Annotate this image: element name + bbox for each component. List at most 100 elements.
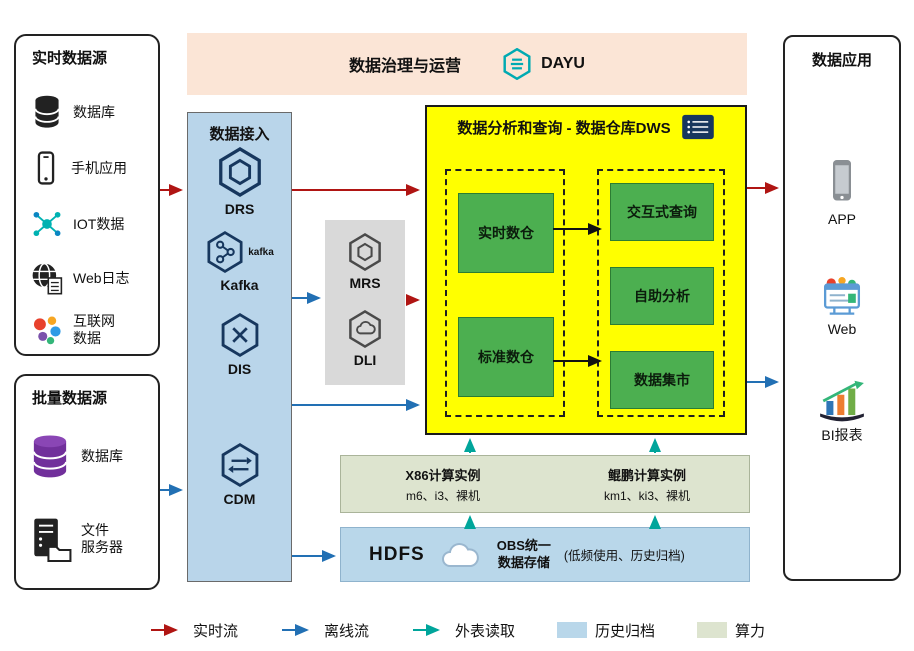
app-item-app: APP — [785, 155, 899, 228]
dayu-logo: DAYU — [501, 48, 585, 80]
compute-power-swatch — [697, 622, 728, 638]
obs-line2: 数据存储 — [497, 554, 550, 570]
legend-item-history-archive: 历史归档 — [557, 620, 655, 641]
source-item-mobile: 手机应用 — [30, 144, 127, 192]
service-dis: DIS — [188, 313, 291, 377]
kunpeng-compute: 鲲鹏计算实例 km1、ki3、裸机 — [545, 456, 749, 512]
mrs-icon — [349, 233, 381, 271]
legend-item-compute-power: 算力 — [697, 620, 765, 641]
service-kafka: kafka Kafka — [188, 231, 291, 293]
processing-box: MRS DLI — [325, 220, 405, 385]
dws-box: 数据分析和查询 - 数据仓库DWS 实时数仓 标准数仓 交互式查询 自助分析 数… — [425, 105, 747, 435]
red-arrow-icon — [150, 624, 178, 636]
source-item-label: 数据库 — [81, 447, 123, 464]
obs-line1: OBS统一 — [496, 538, 551, 554]
service-dli: DLI — [325, 310, 405, 368]
x86-subtitle: m6、i3、裸机 — [405, 488, 480, 503]
dli-icon — [349, 310, 381, 348]
source-item-label: Web日志 — [73, 269, 130, 286]
service-label: MRS — [349, 275, 381, 291]
legend-item-realtime: 实时流 — [149, 620, 238, 641]
realtime-sources-title: 实时数据源 — [32, 50, 108, 67]
realtime-sources-panel: 实时数据源 数据库 手机应用 — [14, 34, 160, 356]
source-item-label: 互联网 数据 — [73, 313, 115, 346]
app-phone-icon — [833, 160, 851, 201]
kafka-wordmark: kafka — [248, 246, 274, 258]
hdfs-label: HDFS — [369, 543, 425, 565]
dws-analysis-group: 交互式查询 自助分析 数据集市 — [597, 169, 725, 417]
legend-label: 算力 — [735, 622, 766, 640]
app-item-label: APP — [827, 211, 856, 227]
source-item-label: IOT数据 — [73, 215, 125, 232]
dis-icon — [221, 313, 258, 357]
internet-data-icon — [33, 316, 61, 345]
source-item-internet: 互联网 数据 — [30, 306, 115, 354]
source-item-database: 数据库 — [30, 88, 115, 136]
service-label: DIS — [227, 361, 252, 377]
node-self-service-analysis: 自助分析 — [610, 267, 714, 325]
dayu-hexagon-icon — [503, 48, 531, 80]
node-interactive-query: 交互式查询 — [610, 183, 714, 241]
legend-label: 历史归档 — [595, 622, 656, 640]
dws-warehouse-group: 实时数仓 标准数仓 — [445, 169, 565, 417]
source-item-iot: IOT数据 — [30, 200, 124, 248]
service-mrs: MRS — [325, 233, 405, 291]
service-drs: DRS — [188, 147, 291, 217]
governance-banner: 数据治理与运营 DAYU — [187, 33, 747, 95]
app-item-label: BI报表 — [821, 427, 863, 443]
obs-label: OBS统一 数据存储 — [497, 538, 551, 571]
legend-label: 实时流 — [192, 622, 238, 640]
service-label: Kafka — [220, 277, 259, 293]
mobile-phone-icon — [37, 151, 55, 185]
service-label: DRS — [224, 201, 255, 217]
service-cdm: CDM — [188, 443, 291, 507]
node-data-mart: 数据集市 — [610, 351, 714, 409]
source-item-weblog: Web日志 — [30, 254, 130, 302]
web-browser-icon — [823, 276, 861, 315]
dws-document-icon — [681, 114, 714, 140]
app-item-label: Web — [827, 321, 857, 337]
kafka-icon — [207, 231, 243, 273]
legend-label: 外表读取 — [454, 622, 515, 640]
drs-icon — [218, 147, 261, 197]
applications-panel: 数据应用 APP Web — [783, 35, 901, 581]
node-standard-warehouse: 标准数仓 — [458, 317, 554, 397]
x86-compute: X86计算实例 m6、i3、裸机 — [341, 456, 545, 512]
cdm-icon — [221, 443, 258, 487]
storage-box: HDFS OBS统一 数据存储 (低频使用、历史归档) — [340, 527, 750, 582]
app-item-web: Web — [785, 275, 899, 338]
web-globe-icon — [32, 262, 63, 295]
service-label: DLI — [353, 352, 377, 368]
purple-database-icon — [32, 435, 68, 478]
governance-title: 数据治理与运营 — [349, 58, 462, 75]
database-icon — [34, 95, 60, 128]
kunpeng-subtitle: km1、ki3、裸机 — [603, 488, 690, 503]
applications-title: 数据应用 — [811, 52, 872, 69]
source-item-batch-database: 数据库 — [28, 424, 123, 488]
legend-item-offline: 离线流 — [280, 620, 369, 641]
legend-item-external-read: 外表读取 — [411, 620, 515, 641]
source-item-label: 数据库 — [73, 103, 115, 120]
source-item-label: 文件 服务器 — [81, 522, 123, 555]
batch-sources-title: 批量数据源 — [32, 390, 108, 407]
node-realtime-warehouse: 实时数仓 — [458, 193, 554, 273]
legend: 实时流 离线流 外表读取 历史归档 算力 — [0, 615, 914, 645]
app-item-bi: BI报表 — [785, 379, 899, 444]
dayu-label: DAYU — [541, 55, 585, 72]
legend-label: 离线流 — [323, 622, 369, 640]
ingestion-title: 数据接入 — [209, 126, 270, 143]
iot-network-icon — [33, 211, 61, 237]
obs-cloud-icon — [441, 542, 479, 567]
obs-note: (低频使用、历史归档) — [563, 549, 685, 563]
kunpeng-title: 鲲鹏计算实例 — [607, 467, 686, 483]
bi-chart-icon — [820, 380, 864, 422]
ingestion-column: 数据接入 DRS kafka Kafka — [187, 112, 292, 582]
batch-sources-panel: 批量数据源 数据库 文件 服务器 — [14, 374, 160, 590]
file-server-icon — [34, 518, 72, 563]
history-archive-swatch — [557, 622, 587, 638]
source-item-file-server: 文件 服务器 — [28, 504, 123, 574]
compute-instances-box: X86计算实例 m6、i3、裸机 鲲鹏计算实例 km1、ki3、裸机 — [340, 455, 750, 513]
x86-title: X86计算实例 — [405, 467, 481, 483]
source-item-label: 手机应用 — [71, 159, 127, 176]
